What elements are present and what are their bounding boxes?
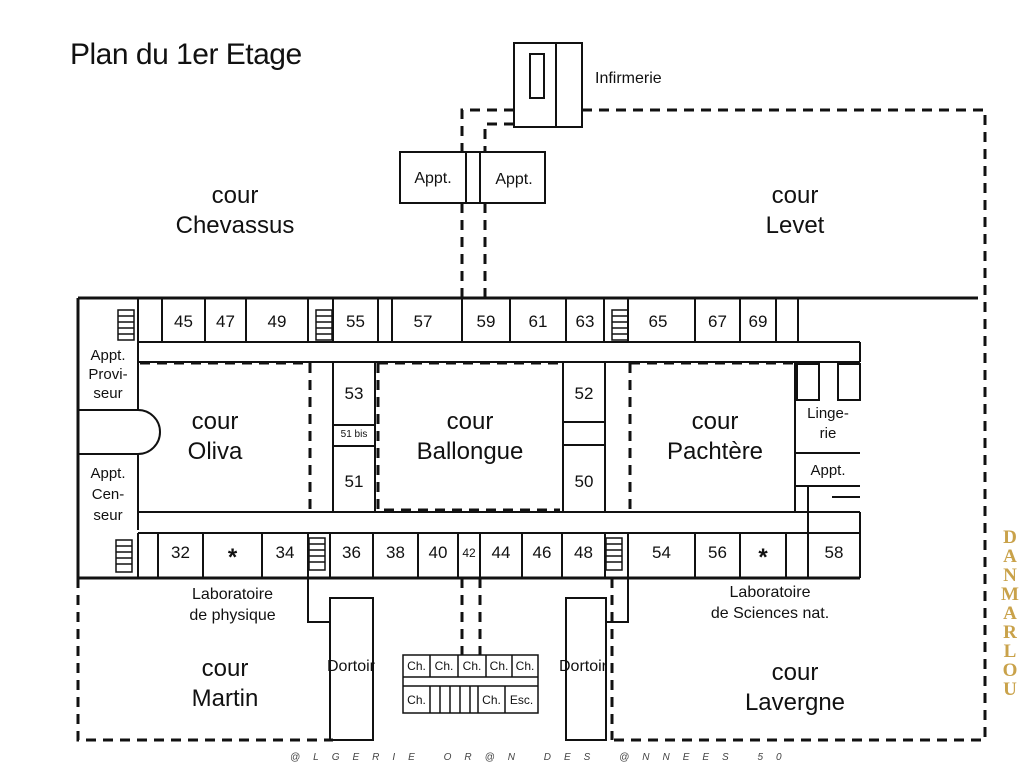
room-63: 63 — [575, 312, 595, 331]
room-65: 65 — [648, 312, 668, 331]
room-50: 50 — [574, 472, 594, 491]
room-52: 52 — [574, 384, 594, 403]
room-34: 34 — [275, 543, 295, 562]
footer-caption: @LGERIE OR@N DES @NNEES 50 — [290, 752, 795, 763]
chamber-1: Ch. — [407, 659, 426, 673]
star-marker-left: * — [227, 544, 238, 571]
room-47: 47 — [216, 312, 235, 331]
appt-east-label: Appt. — [810, 462, 846, 479]
room-61: 61 — [528, 312, 548, 331]
room-44: 44 — [491, 543, 511, 562]
escalier: Esc. — [509, 693, 534, 707]
dortoirs — [307, 578, 629, 741]
room-40: 40 — [428, 543, 448, 562]
chamber-3: Ch. — [462, 659, 482, 673]
room-49: 49 — [267, 312, 287, 331]
room-51: 51 — [344, 472, 364, 491]
appt-proviseur-label: Appt.Provi-seur — [88, 347, 128, 402]
appt-block — [399, 151, 546, 204]
room-58: 58 — [824, 543, 844, 562]
chambers-block — [402, 654, 539, 714]
chamber-7: Ch. — [482, 693, 501, 707]
room-32: 32 — [171, 543, 190, 562]
lingerie-label: Linge-rie — [807, 405, 849, 442]
chamber-6: Ch. — [407, 693, 426, 707]
watermark: DANMARLOU — [1001, 527, 1019, 700]
room-55: 55 — [346, 312, 365, 331]
star-marker-right: * — [758, 544, 768, 571]
chamber-2: Ch. — [434, 659, 454, 673]
room-51-bis: 51 bis — [340, 429, 368, 440]
plan-title: Plan du 1er Etage — [70, 38, 302, 71]
room-69: 69 — [748, 312, 768, 331]
chamber-4: Ch. — [489, 659, 509, 673]
appt-censeur-label: Appt.Cen-seur — [90, 465, 126, 524]
room-54: 54 — [652, 543, 671, 562]
room-46: 46 — [532, 543, 552, 562]
room-53: 53 — [344, 384, 364, 403]
center-right-block — [562, 361, 606, 513]
staircases — [115, 309, 629, 573]
dortoir-left-label: Dortoir — [326, 658, 375, 675]
infirmerie-label: Infirmerie — [595, 70, 662, 87]
appt-right-label: Appt. — [495, 171, 533, 188]
room-56: 56 — [708, 543, 727, 562]
chamber-5: Ch. — [515, 659, 535, 673]
room-59: 59 — [476, 312, 496, 331]
dortoir-right-label: Dortoir — [558, 658, 607, 675]
room-57: 57 — [413, 312, 433, 331]
room-42: 42 — [462, 546, 476, 560]
room-45: 45 — [174, 312, 193, 331]
room-48: 48 — [574, 543, 593, 562]
east-wing — [794, 362, 861, 533]
center-left-block — [332, 361, 376, 513]
room-36: 36 — [342, 543, 361, 562]
appt-left-label: Appt. — [414, 170, 452, 187]
room-38: 38 — [386, 543, 405, 562]
room-67: 67 — [708, 312, 727, 331]
infirmerie-building — [513, 42, 583, 128]
west-wing — [78, 362, 161, 530]
bottom-room-strip — [137, 533, 809, 578]
